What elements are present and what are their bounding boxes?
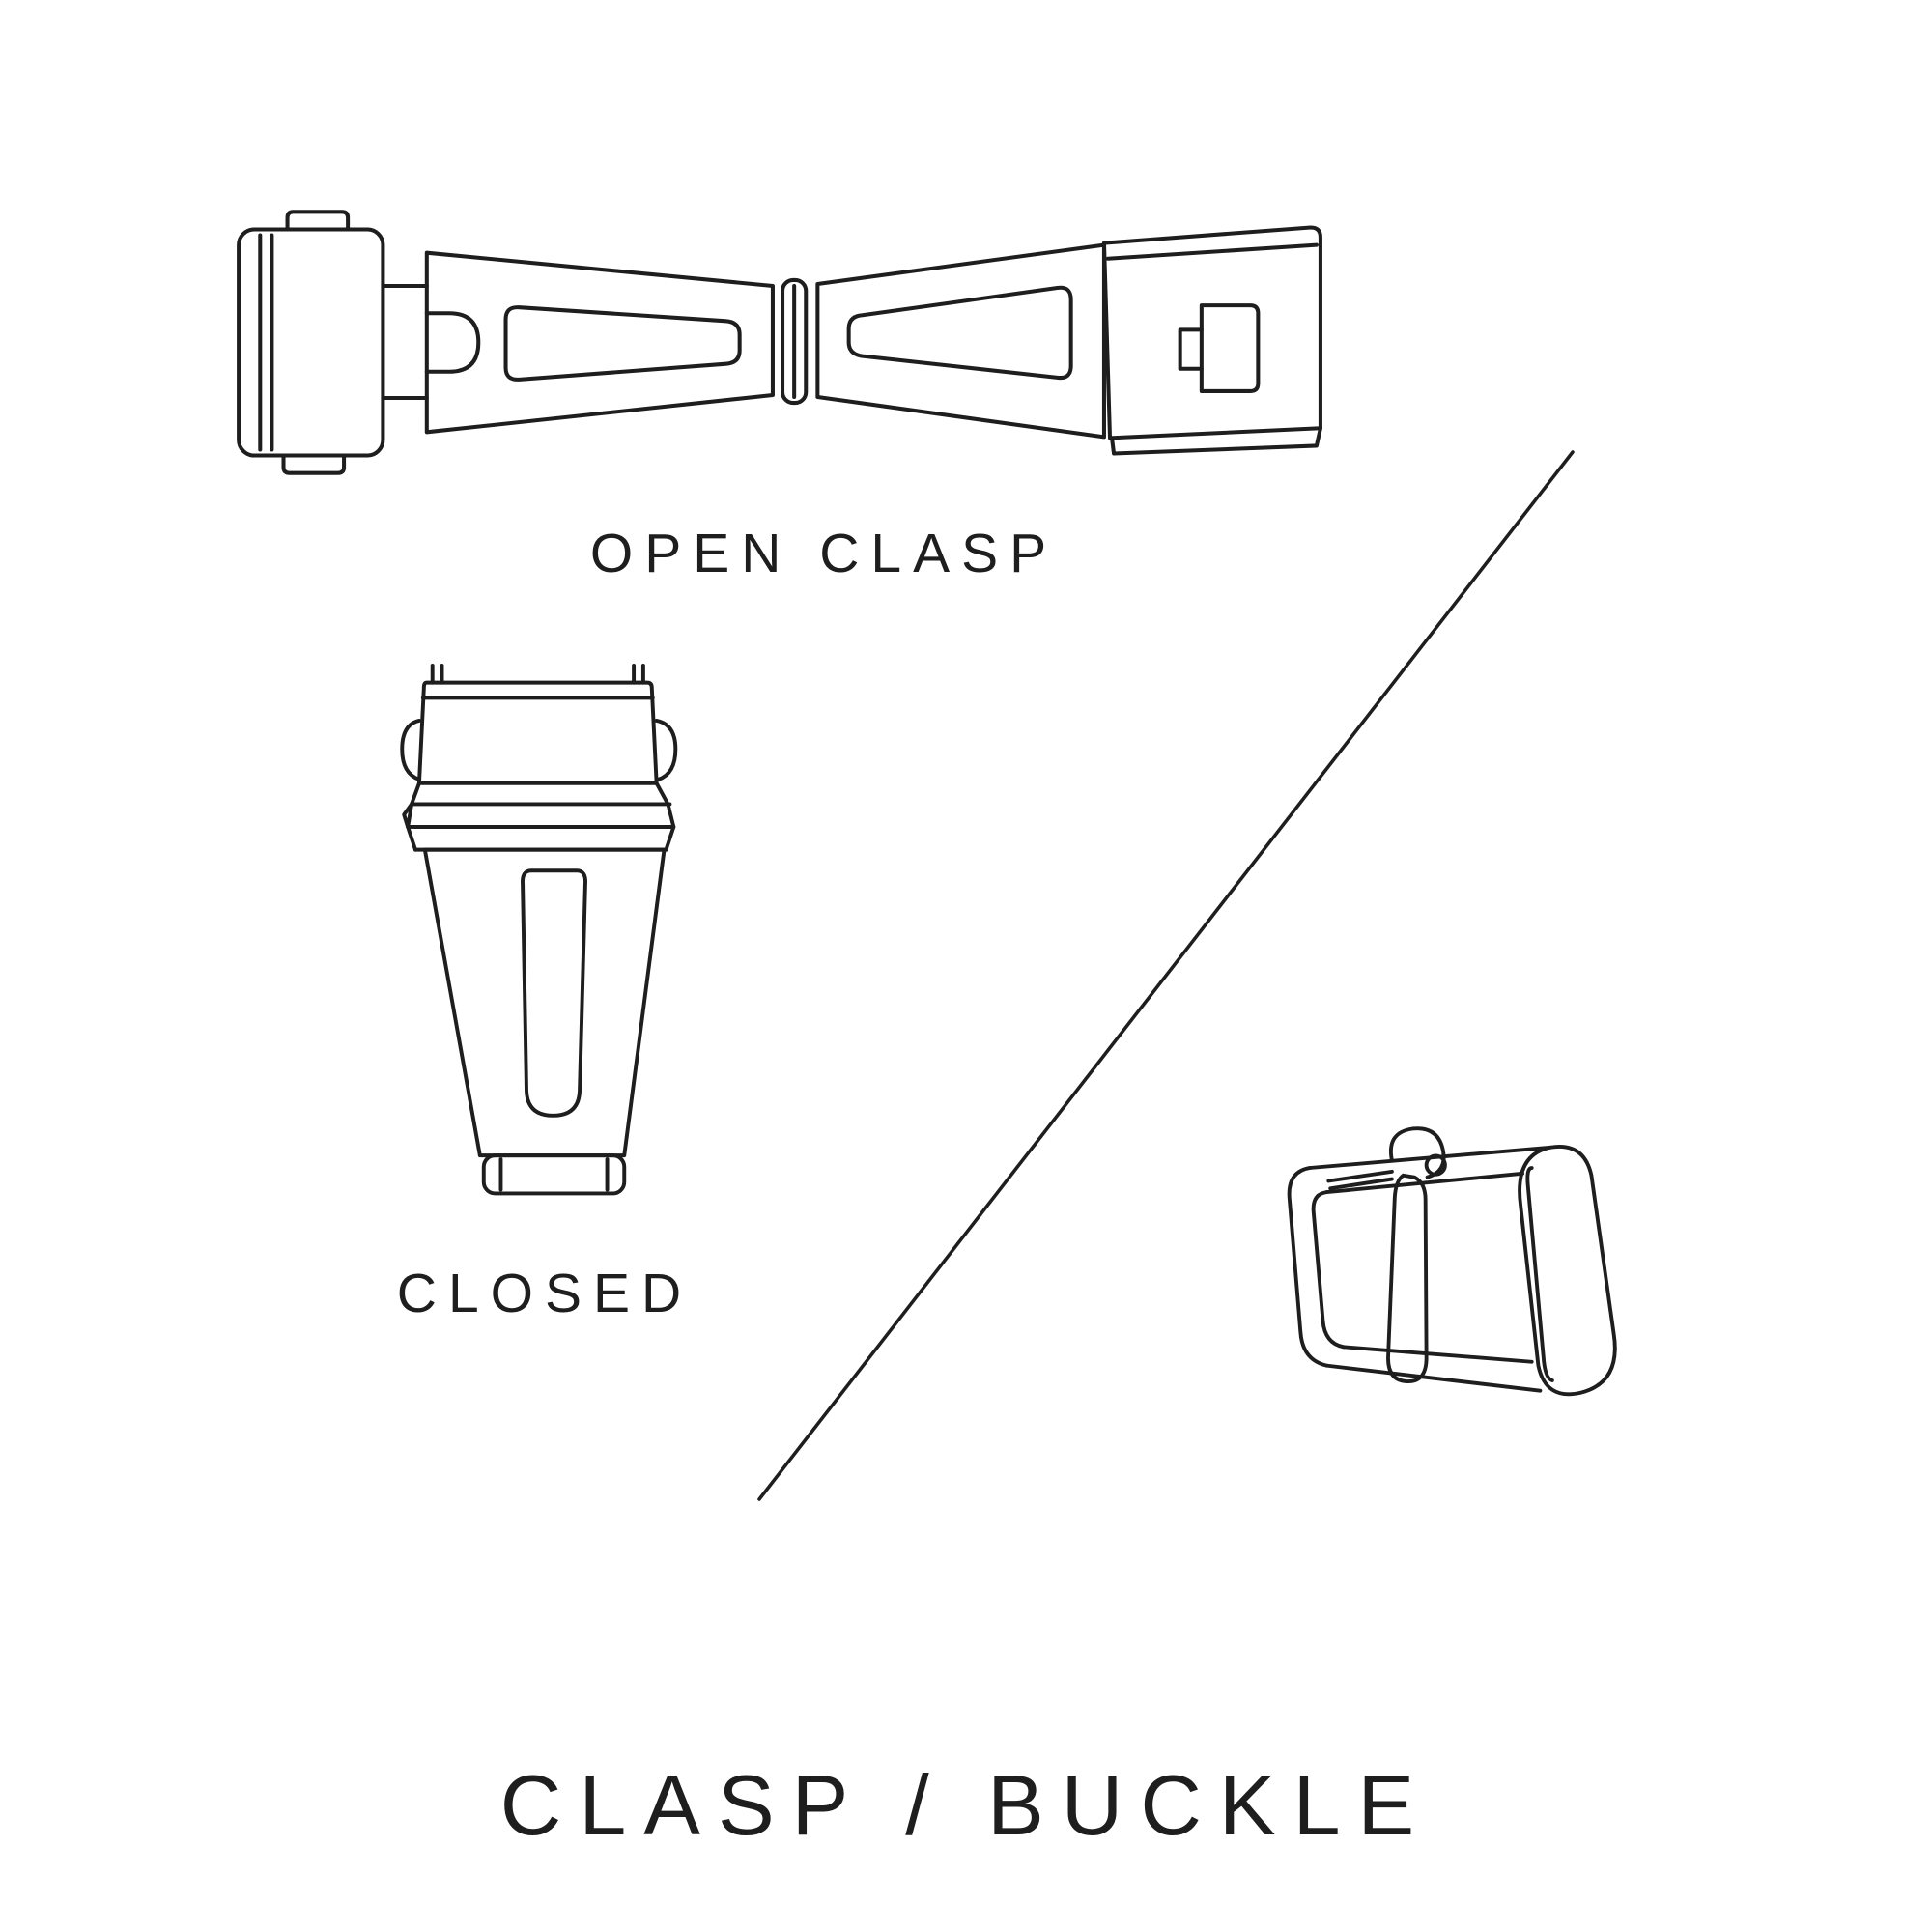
clasp-end-link xyxy=(481,1153,627,1196)
clasp-fold-band xyxy=(402,781,676,852)
closed-clasp-drawing xyxy=(400,663,678,1196)
clasp-top-prongs xyxy=(430,663,645,685)
clasp-right-arm xyxy=(815,242,1106,440)
pin-buckle-drawing xyxy=(1287,1126,1617,1397)
open-clasp-drawing xyxy=(237,210,1322,475)
open-clasp-caption: OPEN CLASP xyxy=(589,523,1059,584)
clasp-body xyxy=(422,847,667,1158)
closed-clasp-illustration xyxy=(390,662,719,1217)
pin-buckle-illustration xyxy=(1256,1111,1657,1439)
clasp-left-end-link xyxy=(237,210,385,475)
open-clasp-illustration xyxy=(227,188,1328,496)
buckle-pin xyxy=(1326,1126,1447,1383)
clasp-top-cover xyxy=(400,680,678,785)
buckle-frame xyxy=(1287,1145,1617,1397)
clasp-left-arm xyxy=(381,250,775,435)
closed-clasp-caption: CLOSED xyxy=(396,1263,694,1324)
clasp-right-end-plate xyxy=(1101,225,1322,456)
clasp-center-hinge xyxy=(781,277,809,406)
page-title: CLASP / BUCKLE xyxy=(499,1757,1433,1853)
